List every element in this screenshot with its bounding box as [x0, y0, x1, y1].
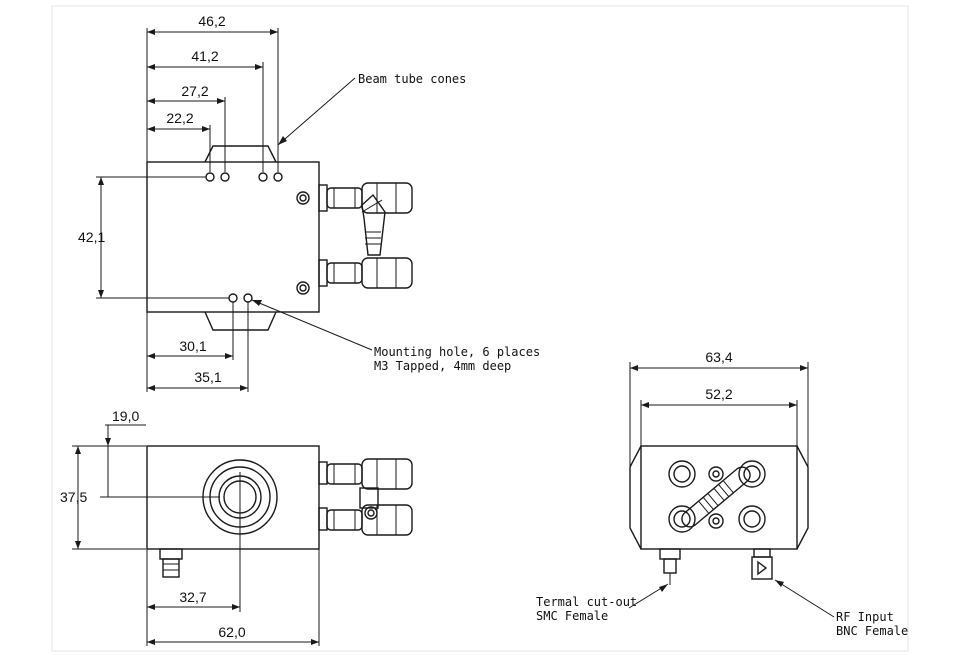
- drawing-border: [51, 5, 909, 652]
- front-cone-left: [629, 445, 642, 550]
- note-thermal-2: SMC Female: [536, 609, 608, 623]
- note-mounting-hole-1: Mounting hole, 6 places: [374, 345, 540, 359]
- top-hole: [258, 172, 268, 182]
- note-mounting-hole-2: M3 Tapped, 4mm deep: [374, 359, 511, 373]
- bnc-connector: [751, 548, 773, 580]
- fitting-top-2: [326, 257, 413, 289]
- top-cone-lower: [204, 311, 277, 331]
- fitting-side-2: [326, 504, 413, 536]
- dim-46-2: 46,2: [198, 13, 225, 29]
- dim-63-4: 63,4: [705, 349, 732, 365]
- bottom-connector: [159, 548, 183, 578]
- top-hole: [273, 172, 283, 182]
- dim-35-1: 35,1: [194, 369, 221, 385]
- leader-beam-tube: Beam tube cones: [277, 72, 466, 146]
- note-beam-tube-cones: Beam tube cones: [358, 72, 466, 86]
- smc-connector: [659, 548, 681, 585]
- front-diagonal-tube: [681, 466, 751, 528]
- top-view: 46,2 41,2 27,2 22,2 42,1 30,1: [78, 13, 540, 392]
- leader-rf: RF Input BNC Female: [774, 579, 908, 638]
- front-port: [738, 505, 766, 533]
- front-cone-right: [796, 445, 809, 550]
- side-screw: [296, 281, 310, 295]
- front-port: [738, 460, 766, 488]
- front-port: [668, 505, 696, 533]
- top-dims: 46,2 41,2 27,2 22,2 42,1 30,1: [78, 13, 279, 392]
- top-cone-upper: [204, 145, 277, 163]
- dim-30-1: 30,1: [179, 338, 206, 354]
- front-view-body: [640, 445, 798, 550]
- dim-22-2: 22,2: [166, 110, 193, 126]
- dim-27-2: 27,2: [181, 83, 208, 99]
- leader-thermal: Termal cut-out SMC Female: [536, 583, 669, 623]
- connector-tube: [361, 193, 386, 256]
- front-view: 63,4 52,2 Termal cut-out SMC Female RF I…: [536, 349, 908, 638]
- note-thermal-1: Termal cut-out: [536, 595, 637, 609]
- fitting-side-1: [326, 458, 413, 490]
- front-hole: [708, 513, 724, 529]
- leader-mounting-hole: Mounting hole, 6 places M3 Tapped, 4mm d…: [251, 299, 540, 373]
- side-connector: [359, 487, 379, 520]
- dim-41-2: 41,2: [191, 48, 218, 64]
- note-rf-2: BNC Female: [836, 624, 908, 638]
- front-port: [668, 460, 696, 488]
- dim-32-7: 32,7: [179, 589, 206, 605]
- dim-19-0: 19,0: [112, 408, 139, 424]
- side-screw: [296, 191, 310, 205]
- fitting-plate: [318, 461, 328, 485]
- dim-37-5: 37,5: [60, 489, 87, 505]
- fitting-plate: [318, 259, 328, 287]
- side-dims: 19,0 37,5 32,7 62,0: [60, 408, 320, 646]
- fitting-plate: [318, 507, 328, 531]
- side-view: 19,0 37,5 32,7 62,0: [60, 408, 413, 646]
- fitting-top-1: [326, 182, 413, 214]
- front-hole: [708, 466, 724, 482]
- top-hole: [220, 172, 230, 182]
- note-rf-1: RF Input: [836, 610, 894, 624]
- fitting-plate: [318, 184, 328, 212]
- front-dims: 63,4 52,2: [629, 349, 809, 467]
- dim-62-0: 62,0: [218, 624, 245, 640]
- dim-42-1: 42,1: [78, 229, 105, 245]
- top-view-body: [146, 161, 320, 313]
- dim-52-2: 52,2: [705, 386, 732, 402]
